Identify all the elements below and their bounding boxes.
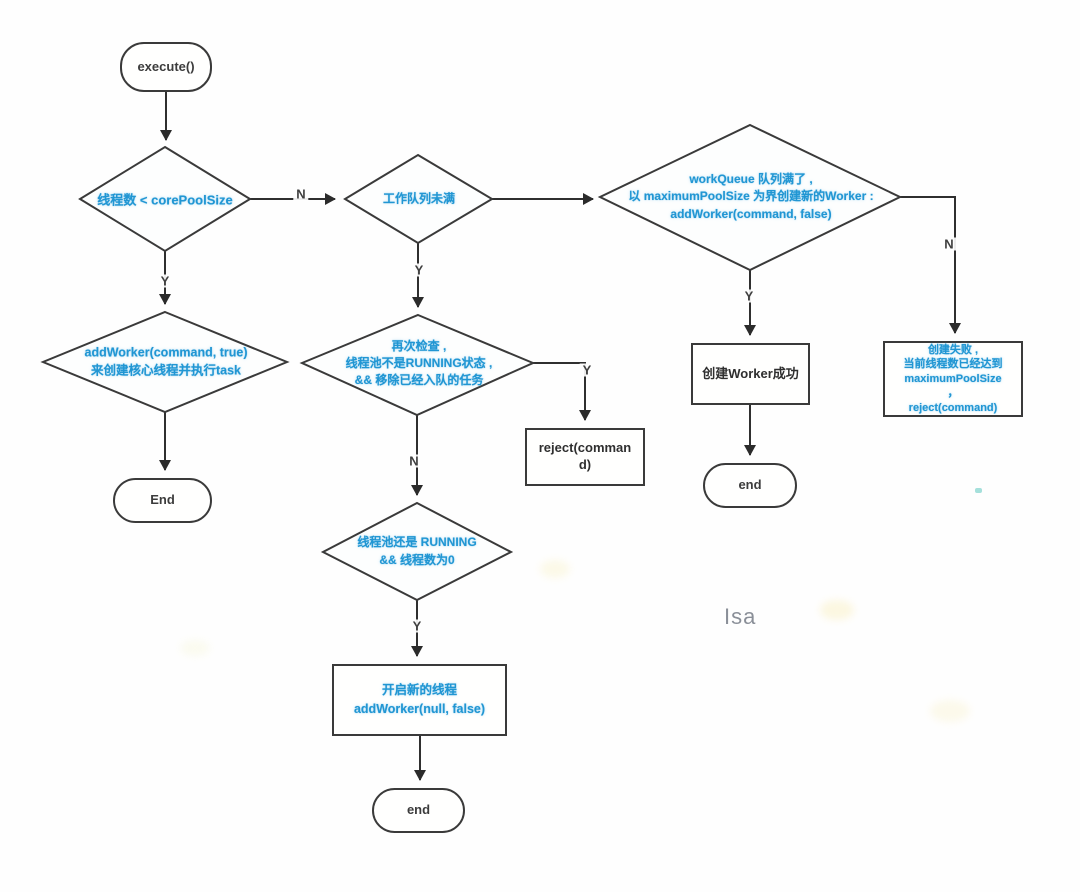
edge-label-core-no: N <box>293 187 309 201</box>
watermark-text: Isa <box>724 604 757 629</box>
edge-label-full-no: N <box>941 237 957 251</box>
process-worker-created-label: 创建Worker成功 <box>702 365 799 381</box>
end-node-bottom: end <box>372 788 465 833</box>
decision-core-pool-diamond <box>78 145 252 253</box>
decision-still-running-diamond <box>320 501 514 602</box>
edge-label-full-yes: Y <box>741 289 757 303</box>
process-reject-node: reject(comman d) <box>525 428 645 486</box>
decision-queue-full-create-worker-diamond <box>597 123 903 272</box>
decision-queue-not-full-diamond <box>343 153 494 245</box>
decision-add-core-worker-diamond <box>40 310 290 414</box>
end-node-left: End <box>113 478 212 523</box>
process-new-thread-node: 开启新的线程 addWorker(null, false) <box>332 664 507 736</box>
edge-label-running-yes: Y <box>409 619 425 633</box>
process-create-failed-label: 创建失败 , 当前线程数已经达到 maximumPoolSize ， rejec… <box>903 343 1003 414</box>
end-node-right-label: end <box>738 477 762 493</box>
edge-label-core-yes: Y <box>157 274 173 288</box>
edge-label-queue-yes: Y <box>411 263 427 277</box>
edge-label-recheck-no: N <box>406 454 422 468</box>
decision-recheck-diamond <box>299 313 536 417</box>
start-node: execute() <box>120 42 212 92</box>
end-node-left-label: End <box>150 492 175 508</box>
edge-label-recheck-yes: Y <box>579 363 595 377</box>
end-node-right: end <box>703 463 797 508</box>
start-node-label: execute() <box>137 58 195 74</box>
end-node-bottom-label: end <box>406 802 431 818</box>
process-new-thread-label: 开启新的线程 addWorker(null, false) <box>353 682 486 716</box>
process-reject-label: reject(comman d) <box>538 440 632 472</box>
teal-artifact-dot <box>975 488 982 493</box>
process-create-failed-node: 创建失败 , 当前线程数已经达到 maximumPoolSize ， rejec… <box>883 341 1023 417</box>
process-worker-created-node: 创建Worker成功 <box>691 343 810 405</box>
